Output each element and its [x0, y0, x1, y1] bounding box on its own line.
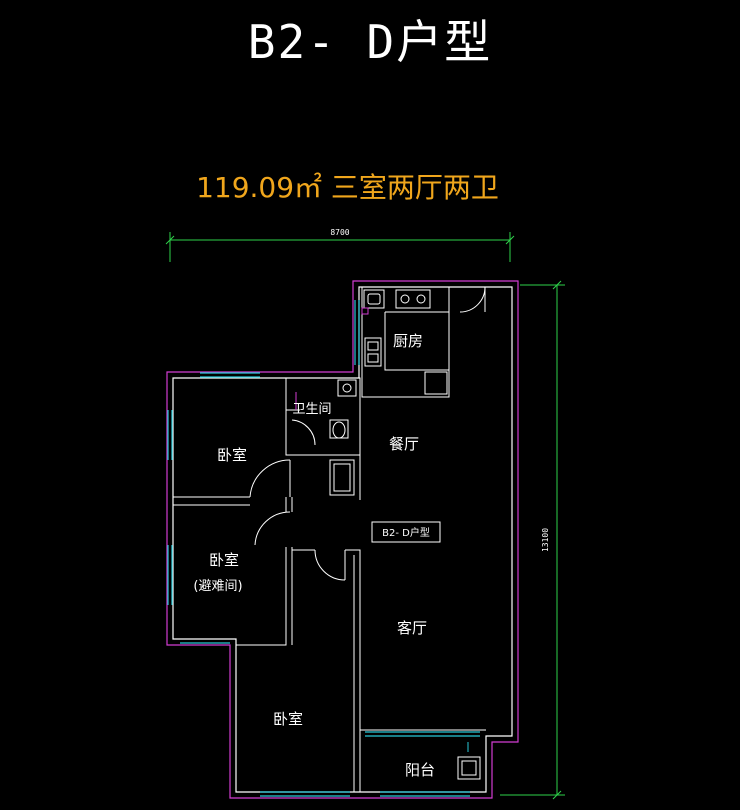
page-title: B2- D户型: [247, 15, 493, 69]
width-dimension-label: 8700: [330, 228, 349, 237]
room-label-balcony: 阳台: [405, 761, 435, 779]
bathroom-fixtures: [295, 379, 357, 496]
windows: [167, 300, 480, 797]
area-summary: 119.09㎡ 三室两厅两卫: [196, 171, 499, 204]
balcony-fixture: [457, 742, 481, 780]
room-label-bedroom-3: 卧室: [273, 710, 303, 728]
outer-walls: [166, 280, 519, 799]
unit-tag: B2- D户型: [382, 526, 430, 539]
room-label-bedroom-1: 卧室: [217, 446, 247, 464]
width-dimension: [165, 232, 515, 262]
height-dimension: [500, 280, 565, 800]
interior-walls: [173, 287, 486, 792]
room-label-bathroom: 卫生间: [292, 402, 331, 417]
height-dimension-label: 13100: [541, 528, 550, 552]
room-label-bedroom-2-note: (避难间): [193, 579, 242, 594]
unit-tag-box: [371, 521, 441, 543]
doors: [249, 286, 486, 581]
kitchen-fixtures: [361, 289, 448, 395]
room-label-living: 客厅: [397, 619, 427, 637]
room-label-kitchen: 厨房: [393, 332, 423, 350]
room-label-dining: 餐厅: [389, 435, 419, 453]
room-label-bedroom-2: 卧室: [209, 551, 239, 569]
